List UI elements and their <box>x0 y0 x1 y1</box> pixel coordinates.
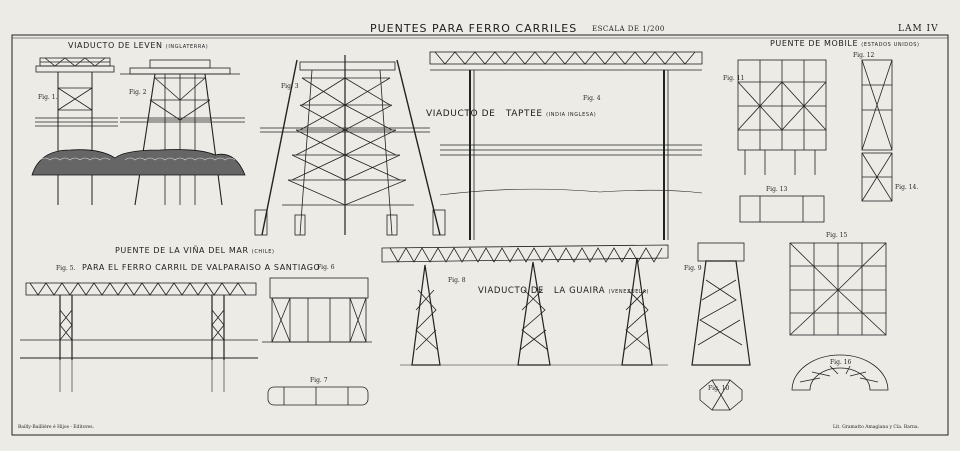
fig-7-label: Fig. 7 <box>310 377 328 384</box>
fig-16-label: Fig. 16 <box>830 359 852 366</box>
fig-1-label: Fig. 1. <box>38 94 58 101</box>
caption-mobile-country: (ESTADOS UNIDOS) <box>861 42 920 48</box>
publisher-credit: Bailly-Baillière é Hijos - Editores. <box>18 425 94 430</box>
fig-2-label: Fig. 2 <box>129 89 147 96</box>
mobile-bridge-drawing <box>737 59 893 391</box>
caption-mobile-title: PUENTE DE MOBILE <box>770 39 859 48</box>
fig-14-label: Fig. 14. <box>895 184 919 191</box>
fig-15-label: Fig. 15 <box>826 232 848 239</box>
fig-13-label: Fig. 13 <box>766 186 788 193</box>
caption-guaira-country: (VENEZUELA) <box>608 289 650 295</box>
caption-leven-country: (INGLATERRA) <box>165 44 209 50</box>
fig-3-label: Fig. 3 <box>281 83 299 90</box>
caption-vina: PUENTE DE LA VIÑA DEL MAR (CHILE) <box>115 247 275 255</box>
fig-4-label: Fig. 4 <box>583 95 601 102</box>
caption-leven: VIADUCTO DE LEVEN (INGLATERRA) <box>68 42 208 50</box>
tower-fig3-drawing <box>254 55 446 236</box>
caption-vina-title: PUENTE DE LA VIÑA DEL MAR <box>115 246 249 255</box>
caption-taptee-a: VIADUCTO DE <box>426 109 496 119</box>
fig-12-label: Fig. 12 <box>853 52 875 59</box>
plate-number: LAM IV <box>898 24 939 34</box>
taptee-viaduct-drawing <box>429 51 703 240</box>
caption-taptee: VIADUCTO DE TAPTEE (INDIA INGLESA) <box>426 110 596 119</box>
caption-guaira-a: VIADUCTO DE <box>478 286 544 296</box>
fig-5-label: Fig. 5. <box>56 265 76 272</box>
leven-viaduct-drawing <box>31 57 246 206</box>
caption-leven-title: VIADUCTO DE LEVEN <box>68 41 163 50</box>
caption-taptee-b: TAPTEE <box>505 109 543 119</box>
caption-taptee-country: (INDIA INGLESA) <box>546 112 597 118</box>
plate-title: PUENTES PARA FERRO CARRILES <box>370 22 578 35</box>
fig-11-label: Fig. 11 <box>723 75 745 82</box>
caption-guaira: VIADUCTO DE LA GUAIRA (VENEZUELA) <box>478 287 649 296</box>
fig-8-label: Fig. 8 <box>448 277 466 284</box>
fig-10-label: Fig. 10 <box>708 385 730 392</box>
plate-scale: ESCALA DE 1/200 <box>592 25 665 33</box>
caption-vina-country: (CHILE) <box>251 249 275 255</box>
fig-9-label: Fig. 9 <box>684 265 702 272</box>
caption-valparaiso: PARA EL FERRO CARRIL DE VALPARAISO A SAN… <box>82 263 321 272</box>
fig-6-label: Fig. 6 <box>317 264 335 271</box>
caption-mobile: PUENTE DE MOBILE (ESTADOS UNIDOS) <box>770 40 920 48</box>
caption-guaira-b: LA GUAIRA <box>553 286 606 296</box>
plate-border <box>11 34 949 436</box>
la-guaira-viaduct-drawing <box>381 242 751 411</box>
vina-del-mar-bridge-drawing <box>20 277 372 406</box>
lithographer-credit: Lit. Gramatto Amagiana y Cía. Barna. <box>833 425 919 430</box>
